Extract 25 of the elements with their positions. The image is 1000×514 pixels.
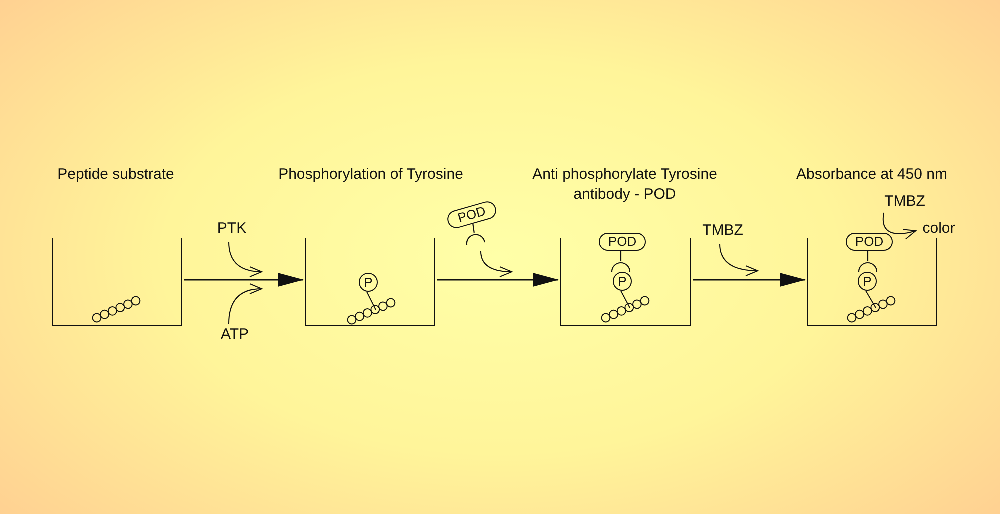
curved-arrow (480, 251, 512, 278)
well-outline (52, 238, 182, 326)
curved-arrow (882, 212, 916, 240)
enzyme-tag: POD (599, 233, 646, 251)
reagent-label: PTK (212, 220, 252, 240)
step-heading: Peptide substrate (56, 165, 176, 185)
step-heading: Anti phosphorylate Tyrosine antibody - POD (532, 165, 718, 205)
curved-arrow (228, 284, 262, 324)
reagent-label: TMBZ (880, 193, 930, 213)
curved-arrow (228, 242, 262, 278)
step-heading: Absorbance at 450 nm (796, 165, 948, 185)
phosphate-circle: P (613, 272, 632, 291)
reagent-label: color (917, 220, 961, 240)
step-arrow (693, 273, 806, 287)
curved-arrow (720, 244, 758, 276)
step-heading: Phosphorylation of Tyrosine (278, 165, 464, 185)
reagent-label: TMBZ (698, 222, 748, 242)
enzyme-tag: POD (846, 233, 893, 251)
reagent-label: ATP (215, 326, 255, 346)
phosphate-circle: P (858, 272, 877, 291)
well-outline (305, 238, 435, 326)
phosphate-circle: P (359, 273, 378, 292)
step-arrow (437, 273, 559, 287)
enzyme-tag: POD (446, 199, 498, 231)
step-arrow (184, 273, 304, 287)
